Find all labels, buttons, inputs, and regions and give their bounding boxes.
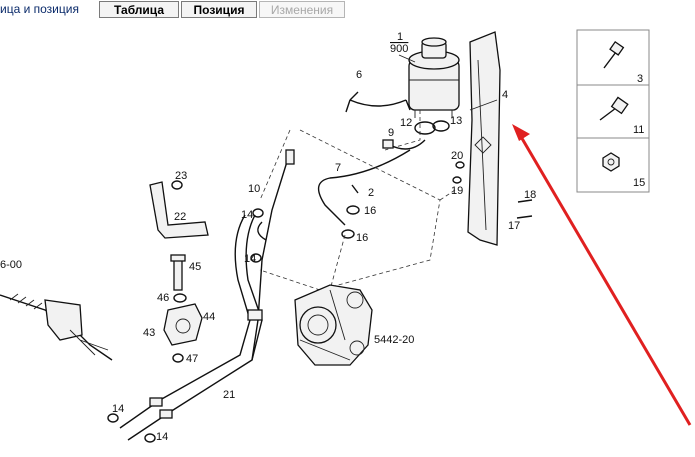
label-part-46[interactable]: 46 bbox=[157, 292, 169, 304]
top-toolbar: ица и позиция Таблица Позиция Изменения bbox=[0, 0, 695, 22]
label-rack-6-00[interactable]: 6-00 bbox=[0, 259, 22, 271]
label-part-18[interactable]: 18 bbox=[524, 189, 536, 201]
tab-table[interactable]: Таблица bbox=[99, 1, 179, 18]
label-part-47[interactable]: 47 bbox=[186, 353, 198, 365]
clamps-12-13[interactable] bbox=[414, 120, 450, 135]
label-part-23[interactable]: 23 bbox=[175, 170, 187, 182]
label-part-22[interactable]: 22 bbox=[174, 211, 186, 223]
label-part-13[interactable]: 13 bbox=[450, 115, 462, 127]
tab-changes: Изменения bbox=[259, 1, 345, 18]
label-part-2[interactable]: 2 bbox=[368, 187, 374, 199]
steering-rack[interactable] bbox=[0, 293, 113, 361]
label-part-14-bottom[interactable]: 14 bbox=[156, 431, 168, 443]
label-part-16-upper[interactable]: 16 bbox=[364, 205, 376, 217]
label-part-14-mid[interactable]: 14 bbox=[244, 253, 256, 265]
breadcrumb[interactable]: ица и позиция bbox=[0, 2, 79, 16]
label-part-44[interactable]: 44 bbox=[203, 311, 215, 323]
label-part-20[interactable]: 20 bbox=[451, 150, 463, 162]
bolt-icon bbox=[599, 96, 629, 121]
bracket-6[interactable] bbox=[345, 91, 411, 113]
label-part-16-lower[interactable]: 16 bbox=[356, 232, 368, 244]
label-part-21[interactable]: 21 bbox=[223, 389, 235, 401]
red-arrow bbox=[512, 124, 692, 426]
steering-pump[interactable] bbox=[294, 284, 373, 366]
inset-label-15[interactable]: 15 bbox=[633, 177, 645, 189]
label-part-12[interactable]: 12 bbox=[400, 117, 412, 129]
guide-lines bbox=[259, 110, 456, 291]
label-part-14-upper[interactable]: 14 bbox=[241, 209, 253, 221]
label-part-4[interactable]: 4 bbox=[502, 89, 508, 101]
label-part-6[interactable]: 6 bbox=[356, 69, 362, 81]
label-part-1[interactable]: 1 bbox=[397, 31, 403, 43]
label-part-7[interactable]: 7 bbox=[335, 162, 341, 174]
label-part-45[interactable]: 45 bbox=[189, 261, 201, 273]
label-part-9[interactable]: 9 bbox=[388, 127, 394, 139]
inset-label-11[interactable]: 11 bbox=[633, 124, 644, 136]
inset-label-3[interactable]: 3 bbox=[637, 73, 643, 85]
label-part-43[interactable]: 43 bbox=[143, 327, 155, 339]
reservoir[interactable] bbox=[408, 37, 460, 118]
pipe-7[interactable] bbox=[317, 149, 411, 226]
washers-14[interactable] bbox=[107, 208, 264, 443]
label-part-14-left[interactable]: 14 bbox=[112, 403, 124, 415]
bolt-icon bbox=[603, 40, 625, 69]
pressure-lines-21[interactable] bbox=[119, 214, 263, 441]
label-part-10[interactable]: 10 bbox=[248, 183, 260, 195]
hose-9[interactable] bbox=[382, 139, 426, 150]
label-part-17[interactable]: 17 bbox=[508, 220, 520, 232]
nut-icon bbox=[602, 152, 620, 172]
leader-1 bbox=[398, 54, 416, 63]
tab-position[interactable]: Позиция bbox=[181, 1, 257, 18]
label-part-900[interactable]: 900 bbox=[390, 43, 408, 55]
support-bracket-4[interactable] bbox=[467, 31, 501, 246]
feed-line-10[interactable] bbox=[251, 149, 295, 361]
washers-16[interactable] bbox=[341, 205, 360, 239]
label-pump-5442-20[interactable]: 5442-20 bbox=[374, 334, 414, 346]
label-part-19[interactable]: 19 bbox=[451, 185, 463, 197]
bracket-22[interactable] bbox=[149, 180, 209, 239]
mount-43-47[interactable] bbox=[163, 254, 203, 363]
bolts-17-18[interactable] bbox=[452, 161, 533, 219]
